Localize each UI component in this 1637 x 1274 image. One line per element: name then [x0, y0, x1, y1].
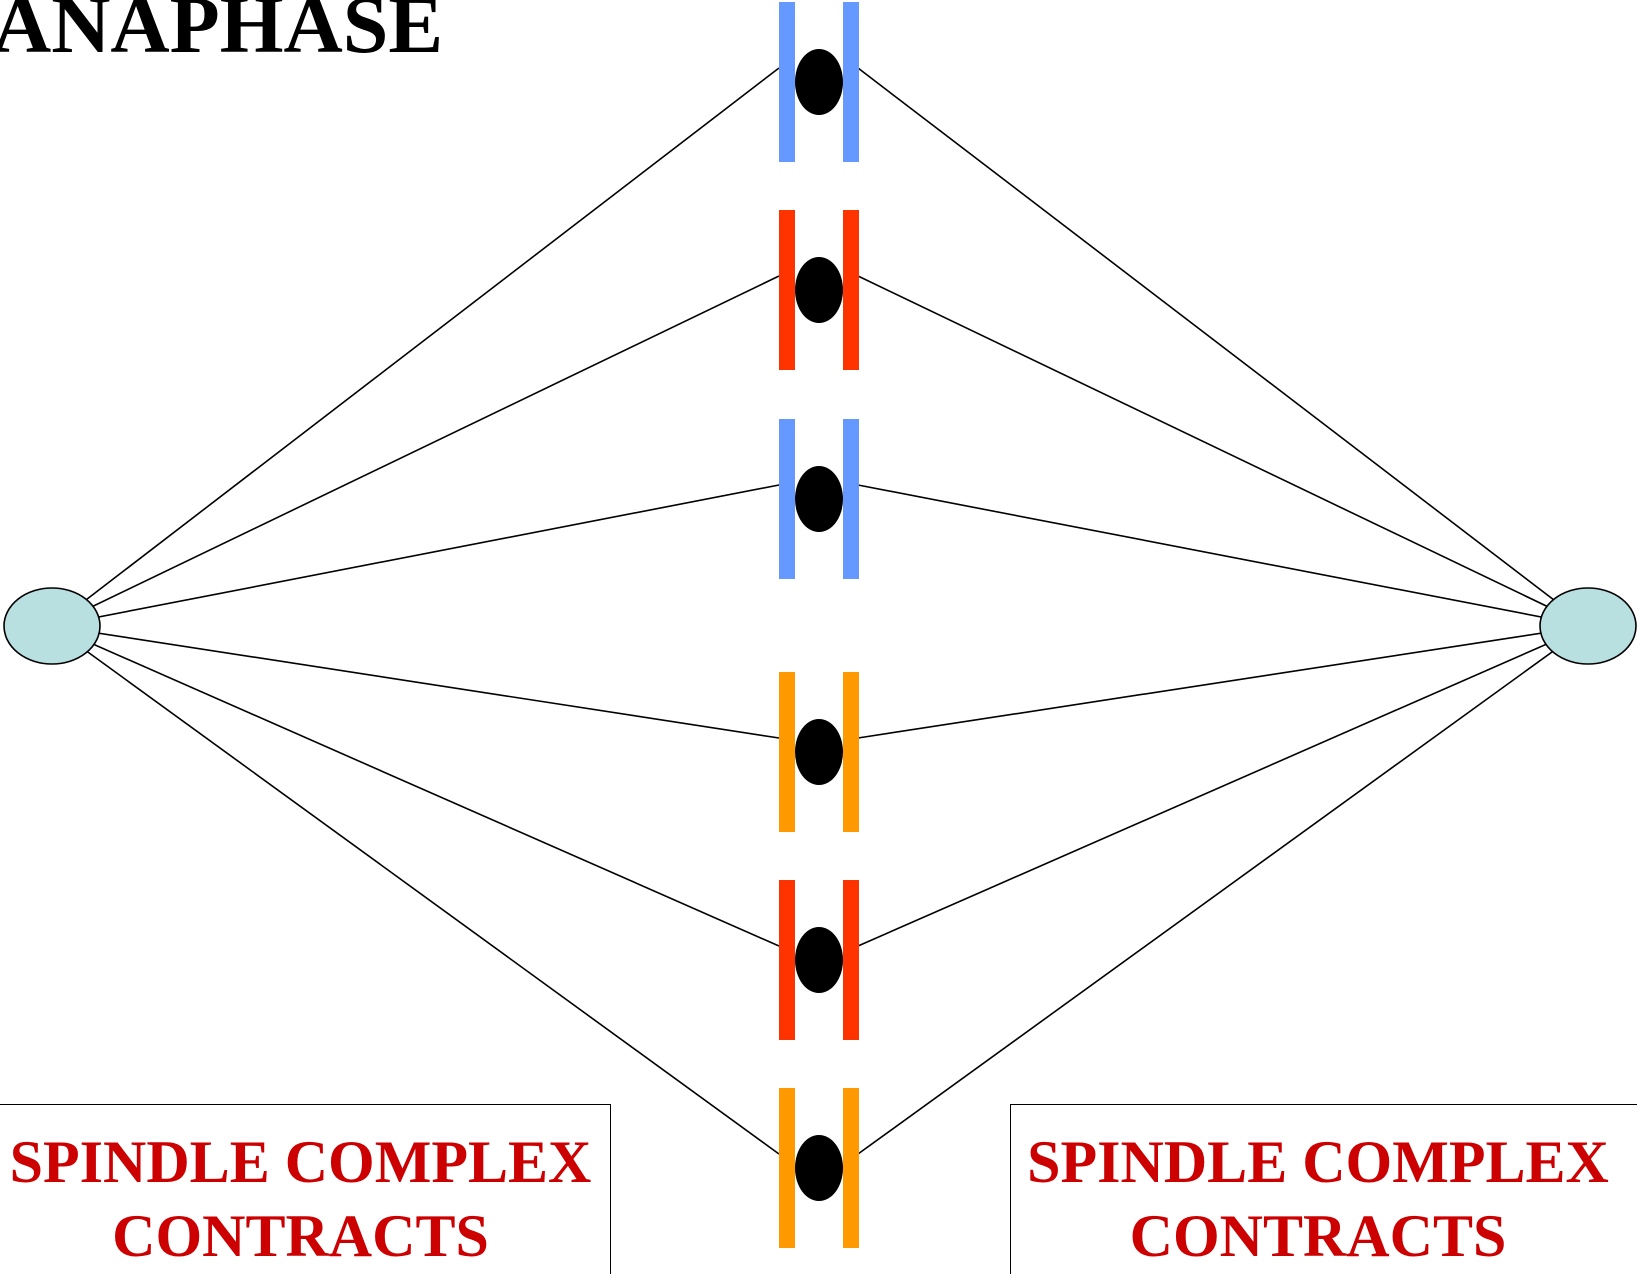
- spindle-fiber-right-3: [857, 484, 1589, 627]
- centromere-5: [795, 927, 843, 993]
- centromere-6: [795, 1135, 843, 1201]
- chromatid-right-4: [843, 672, 859, 832]
- spindle-fiber-right-2: [857, 275, 1589, 627]
- chromatid-left-5: [779, 880, 795, 1040]
- spindle-fiber-right-6: [857, 625, 1589, 1155]
- spindle-fiber-left-1: [51, 67, 780, 627]
- chromatid-right-1: [843, 2, 859, 162]
- right-callout-box: SPINDLE COMPLEX CONTRACTS: [1010, 1104, 1637, 1274]
- right-pole: [1539, 587, 1637, 665]
- spindle-fiber-left-3: [51, 484, 780, 627]
- chromatid-right-5: [843, 880, 859, 1040]
- page-title: ANAPHASE: [0, 0, 444, 70]
- chromatid-left-4: [779, 672, 795, 832]
- spindle-fiber-left-6: [51, 625, 780, 1155]
- spindle-fiber-left-2: [51, 275, 780, 627]
- centromere-2: [795, 257, 843, 323]
- left-callout-line1: SPINDLE COMPLEX: [9, 1129, 592, 1195]
- centromere-1: [795, 49, 843, 115]
- chromatid-left-3: [779, 419, 795, 579]
- left-callout-box: SPINDLE COMPLEX CONTRACTS: [0, 1104, 611, 1274]
- chromatid-right-2: [843, 210, 859, 370]
- spindle-fiber-right-5: [857, 625, 1589, 947]
- right-callout-line1: SPINDLE COMPLEX: [1027, 1129, 1609, 1195]
- spindle-fiber-right-4: [857, 625, 1589, 739]
- left-callout-line2: CONTRACTS: [112, 1203, 489, 1269]
- chromatid-left-1: [779, 2, 795, 162]
- chromatid-right-3: [843, 419, 859, 579]
- spindle-fiber-right-1: [857, 67, 1589, 627]
- chromatid-left-6: [779, 1088, 795, 1248]
- centromere-4: [795, 719, 843, 785]
- chromatid-right-6: [843, 1088, 859, 1248]
- spindle-fiber-left-4: [51, 625, 780, 739]
- centromere-3: [795, 466, 843, 532]
- spindle-fiber-left-5: [51, 625, 780, 947]
- chromatid-left-2: [779, 210, 795, 370]
- left-pole: [3, 587, 101, 665]
- right-callout-line2: CONTRACTS: [1129, 1203, 1507, 1269]
